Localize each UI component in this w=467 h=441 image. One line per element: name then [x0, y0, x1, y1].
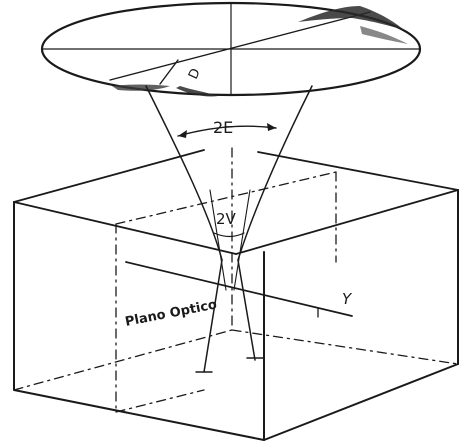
label-2v: 2V — [216, 210, 237, 228]
figure-diagonal-line — [109, 11, 371, 81]
lower-ray-right — [237, 259, 256, 361]
hidden-bottom-left-edge — [13, 329, 233, 391]
plane-bottom-edge — [115, 389, 205, 413]
construction-lines — [13, 147, 459, 413]
angle-2e-arc — [177, 125, 277, 137]
angle-2e: 2E — [177, 118, 277, 138]
lower-ray-left — [203, 259, 223, 373]
isogyre-bottom — [176, 86, 218, 97]
label-y: Y — [342, 290, 353, 308]
isogyre-right — [360, 26, 408, 44]
optic-axis-a — [209, 189, 227, 291]
axis-y: Y — [125, 261, 353, 317]
angle-2v-arc — [213, 232, 245, 238]
y-axis-line — [125, 261, 353, 317]
hidden-bottom-right-edge — [231, 329, 459, 365]
angle-2v: 2V — [213, 210, 245, 238]
optic-axis-b — [233, 189, 251, 291]
angle-2e-arrow-right — [267, 123, 276, 131]
isogyre-bottom-left — [112, 84, 170, 91]
angle-2e-arrow-left — [178, 130, 187, 138]
light-cone — [145, 85, 313, 373]
label-d: D — [186, 66, 204, 81]
box-top-front-left-edge — [13, 201, 237, 255]
cone-right-edge — [237, 85, 313, 261]
figure-short-cut — [159, 59, 179, 85]
label-2e: 2E — [213, 118, 233, 137]
box-top-left-edge — [13, 149, 205, 203]
isogyre-top-right — [298, 6, 404, 30]
box-top-front-right-edge — [235, 189, 459, 255]
box-top-right-edge — [257, 151, 459, 191]
crystal-box — [13, 149, 459, 441]
box-bottom-right-edge — [263, 363, 459, 441]
cone-left-edge — [145, 85, 223, 261]
label-plano-optico: Plano Optico — [124, 297, 218, 330]
interference-figure: D — [40, 1, 422, 97]
plane-top-edge — [115, 171, 337, 225]
